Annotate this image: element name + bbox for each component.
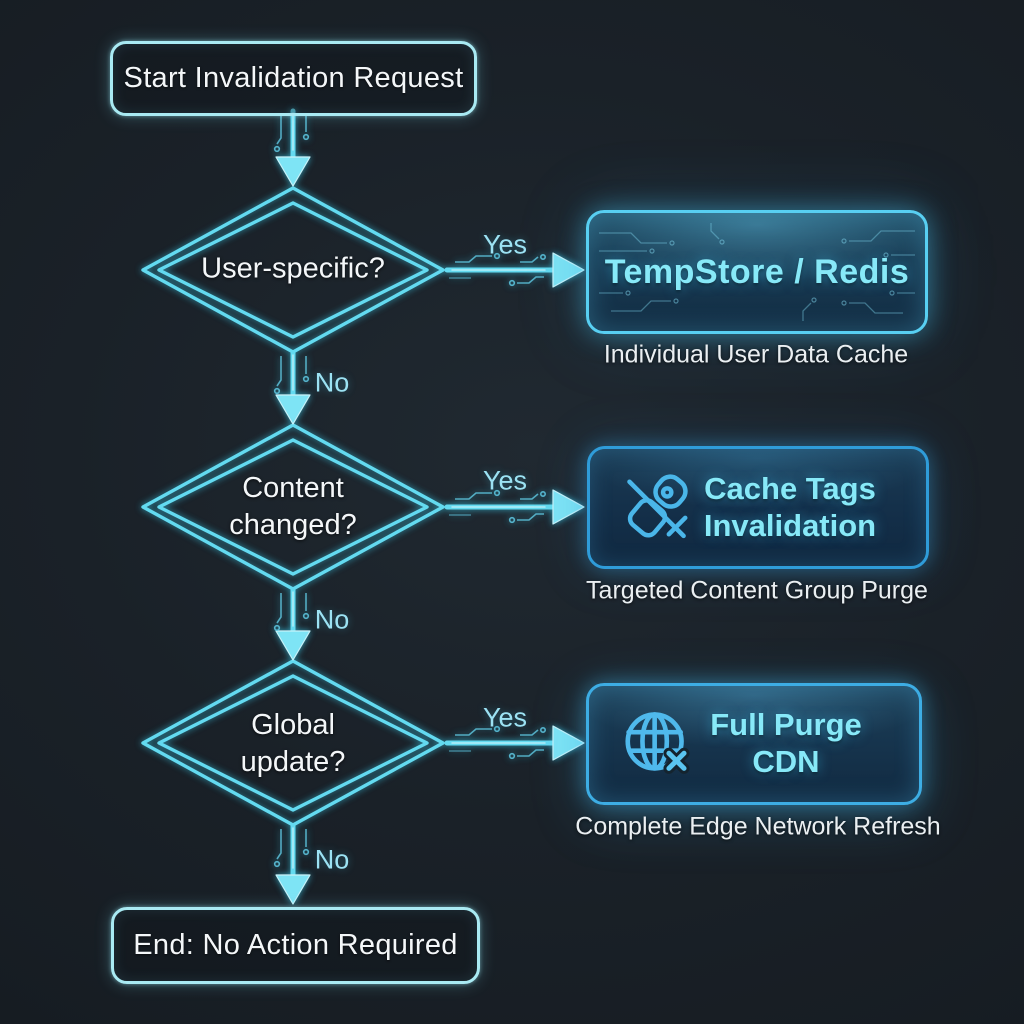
- arrow-yes-to-fullpurge: [444, 725, 585, 761]
- outcome-caption-tempstore: Individual User Data Cache: [603, 340, 909, 369]
- arrow-no-decision2-to-decision3: [273, 587, 311, 661]
- decision-line: update?: [240, 746, 346, 778]
- outcome-box-full-purge-cdn: Full Purge CDN: [586, 683, 922, 805]
- outcome-title-full-purge: Full Purge CDN: [710, 707, 862, 780]
- outcome-caption-cache-tags: Targeted Content Group Purge: [586, 576, 928, 605]
- circuit-decoration: [449, 725, 546, 760]
- decision-line: User-specific?: [201, 252, 385, 285]
- decision-line: Content: [242, 471, 344, 504]
- branch-label-no-1: No: [314, 367, 350, 398]
- globe-x-icon: [615, 701, 701, 787]
- outcome-title-wrap: Full Purge CDN: [701, 707, 919, 780]
- outcome-title-line: CDN: [752, 744, 820, 779]
- branch-label-yes-3: Yes: [482, 702, 528, 733]
- circuit-decoration: [273, 829, 310, 868]
- outcome-title-wrap: Cache Tags Invalidation: [702, 471, 926, 544]
- outcome-box-tempstore-redis: TempStore / Redis: [586, 210, 928, 334]
- outcome-box-cache-tags: Cache Tags Invalidation: [587, 446, 929, 569]
- start-node: Start Invalidation Request: [110, 41, 477, 116]
- arrow-no-decision3-to-end: [273, 823, 311, 905]
- decision-line: changed?: [229, 509, 357, 541]
- arrow-start-to-decision1: [273, 108, 311, 187]
- arrow-no-decision1-to-decision2: [273, 350, 311, 425]
- tags-strikethrough-icon: [616, 465, 702, 551]
- outcome-title-line: Full Purge: [710, 707, 862, 743]
- branch-label-no-2: No: [314, 604, 350, 635]
- decision-label-global-update: Global update?: [241, 707, 346, 781]
- branch-label-yes-1: Yes: [482, 229, 528, 260]
- outcome-caption-full-purge: Complete Edge Network Refresh: [575, 812, 941, 841]
- outcome-title-line: Invalidation: [703, 507, 877, 543]
- end-node-label: End: No Action Required: [133, 929, 458, 961]
- outcome-title-cache-tags: Cache Tags Invalidation: [704, 471, 876, 544]
- end-node: End: No Action Required: [111, 907, 480, 984]
- decision-label-content-changed: Content changed?: [229, 470, 356, 544]
- circuit-decoration: [449, 252, 546, 287]
- arrow-yes-to-cachetags: [444, 489, 585, 525]
- branch-label-no-3: No: [314, 844, 350, 875]
- circuit-decoration: [449, 489, 546, 524]
- circuit-pattern-decoration: [599, 223, 915, 321]
- arrow-yes-to-tempstore: [444, 252, 585, 288]
- outcome-title-line: TempStore / Redis: [604, 252, 910, 291]
- branch-label-yes-2: Yes: [482, 465, 528, 496]
- circuit-decoration: [273, 114, 310, 153]
- outcome-title-line: Cache Tags: [704, 470, 876, 506]
- decision-line: Global: [251, 708, 335, 741]
- circuit-decoration: [273, 356, 310, 395]
- outcome-title-tempstore: TempStore / Redis: [605, 252, 910, 292]
- decision-label-user-specific: User-specific?: [201, 250, 385, 287]
- start-node-label: Start Invalidation Request: [123, 62, 464, 94]
- circuit-decoration: [273, 593, 310, 632]
